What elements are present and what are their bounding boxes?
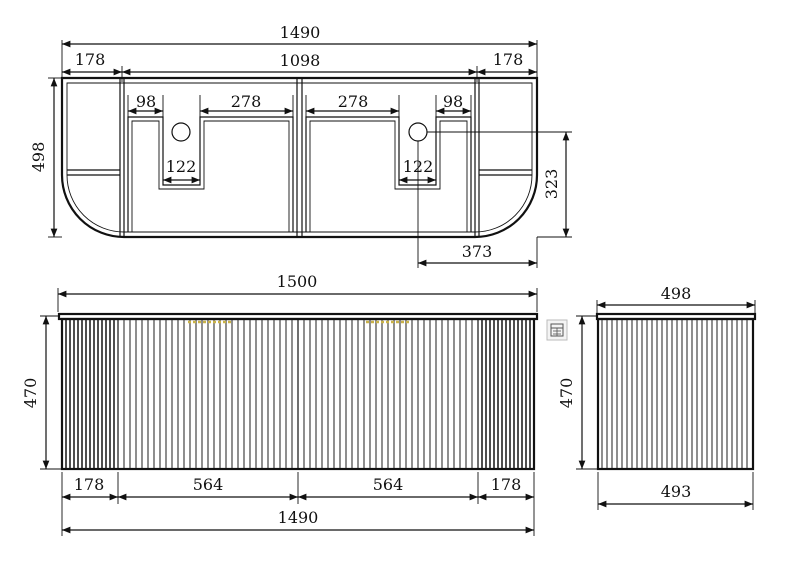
tap-hole-left — [171, 122, 191, 142]
dim-basin-left: 278 — [231, 92, 262, 111]
dim-front-bottom-width: 1490 — [278, 508, 319, 527]
tap-hole-right — [408, 122, 428, 142]
dim-seg-mid-right: 564 — [373, 475, 404, 494]
dim-offset-left: 98 — [136, 92, 156, 111]
dim-hole-height: 323 — [542, 169, 561, 200]
dim-seg-mid-left: 564 — [193, 475, 224, 494]
dim-hole-left: 122 — [166, 157, 197, 176]
front-slats — [65, 320, 531, 468]
dim-hole-from-edge: 373 — [462, 242, 493, 261]
dim-side-bottom-depth: 493 — [661, 482, 692, 501]
side-body — [596, 317, 755, 471]
dim-side-top-depth: 498 — [661, 284, 692, 303]
top-view: 1490 178 1098 178 98 — [29, 23, 572, 268]
dim-front-height: 470 — [21, 378, 40, 409]
dim-depth: 498 — [29, 142, 48, 173]
expand-icon[interactable] — [546, 319, 568, 341]
dim-side-right: 178 — [493, 50, 524, 69]
dim-seg-left: 178 — [74, 475, 105, 494]
front-view: 1500 470 178 564 564 178 149 — [21, 272, 539, 536]
dim-side-left: 178 — [75, 50, 106, 69]
dim-side-height: 470 — [557, 378, 576, 409]
side-slats — [601, 320, 748, 468]
dim-front-top-width: 1500 — [277, 272, 318, 291]
dim-offset-right: 98 — [443, 92, 463, 111]
dim-basin-right: 278 — [338, 92, 369, 111]
side-view: 498 470 493 — [557, 284, 757, 510]
dim-seg-right: 178 — [491, 475, 522, 494]
dim-overall-width: 1490 — [280, 23, 321, 42]
top-outline — [60, 76, 539, 239]
dim-inner-width: 1098 — [280, 51, 321, 70]
